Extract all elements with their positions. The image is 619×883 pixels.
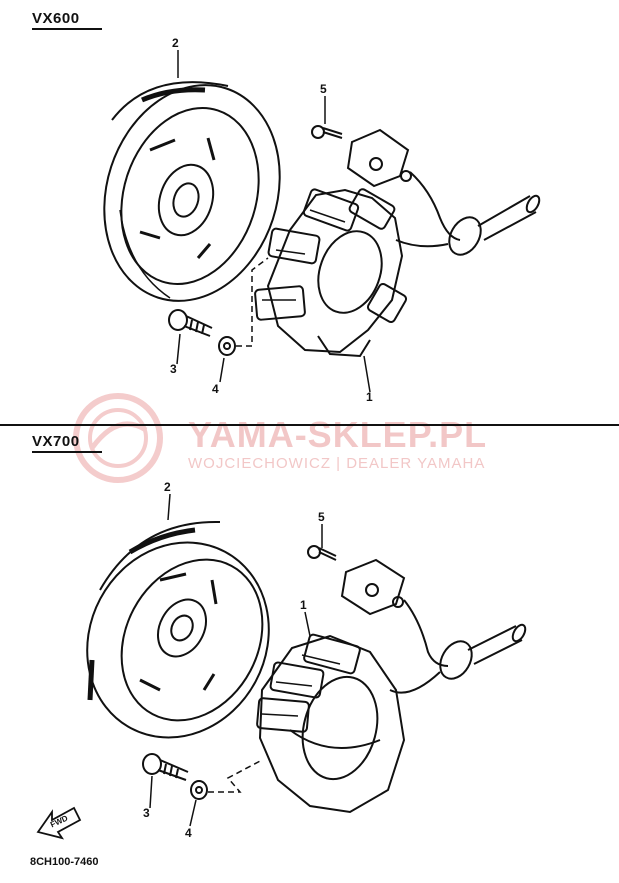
callout-3: 3 bbox=[170, 362, 177, 376]
model-label: VX700 bbox=[32, 433, 80, 450]
flywheel-rotor bbox=[103, 81, 281, 302]
stator-coil bbox=[254, 188, 408, 358]
callout-1: 1 bbox=[300, 598, 307, 612]
section-divider bbox=[0, 424, 619, 426]
bolt bbox=[142, 753, 189, 781]
callout-1: 1 bbox=[366, 390, 373, 404]
pickup-coil bbox=[340, 558, 527, 694]
title-underline bbox=[32, 451, 102, 453]
vx600-exploded-view bbox=[103, 50, 541, 393]
screw bbox=[307, 545, 337, 561]
callout-5: 5 bbox=[320, 82, 327, 96]
washer bbox=[190, 780, 208, 800]
diagram-code: 8CH100-7460 bbox=[30, 856, 99, 868]
section-title-vx700: VX700 bbox=[32, 433, 102, 453]
callout-4: 4 bbox=[212, 382, 219, 396]
pickup-coil bbox=[346, 128, 541, 256]
watermark-subtitle: WOJCIECHOWICZ | DEALER YAMAHA bbox=[188, 455, 486, 472]
callout-5: 5 bbox=[318, 510, 325, 524]
callout-2: 2 bbox=[164, 480, 171, 494]
stator-coil bbox=[256, 633, 406, 814]
washer bbox=[218, 336, 236, 356]
watermark-title: YAMA-SKLEP.PL bbox=[188, 414, 488, 455]
title-underline bbox=[32, 28, 102, 30]
model-label: VX600 bbox=[32, 10, 80, 27]
bolt bbox=[168, 309, 213, 337]
callout-4: 4 bbox=[185, 826, 192, 840]
section-title-vx600: VX600 bbox=[32, 10, 102, 30]
fwd-arrow-icon bbox=[36, 806, 82, 840]
callout-2: 2 bbox=[172, 36, 179, 50]
flywheel-rotor bbox=[86, 520, 270, 739]
screw bbox=[311, 125, 343, 139]
callout-3: 3 bbox=[143, 806, 150, 820]
